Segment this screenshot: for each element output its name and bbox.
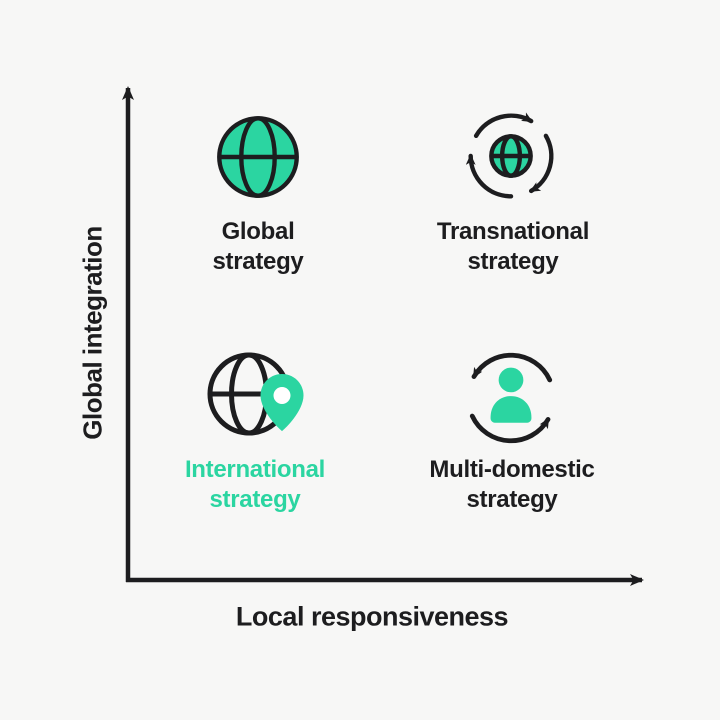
quadrant-label: Multi-domestic strategy (402, 455, 622, 515)
quadrant-label-line: strategy (467, 248, 559, 275)
quadrant-label-line: International (184, 456, 326, 483)
x-axis-label: Local responsiveness (235, 601, 509, 632)
quadrant-label: Global strategy (148, 217, 368, 277)
quadrant-label-line: strategy (466, 486, 558, 513)
y-axis-label: Global integration (77, 226, 108, 440)
globe-location-pin-icon (207, 352, 304, 436)
quadrant-label-line: strategy (209, 486, 301, 513)
quadrant-label-line: Transnational (436, 218, 590, 245)
person-head (498, 367, 524, 393)
quadrant-label-line: Multi-domestic (429, 456, 595, 483)
person-cycle-arrows-icon (469, 352, 553, 444)
quadrant-label: Transnational strategy (403, 217, 623, 277)
quadrant-label-line: Global (221, 218, 295, 245)
quadrant-label-line: strategy (212, 248, 304, 275)
globe-icon (217, 116, 299, 198)
globe-cycle-arrows-icon (465, 112, 554, 199)
quadrant-label: International strategy (145, 455, 365, 515)
person-body (490, 396, 532, 423)
